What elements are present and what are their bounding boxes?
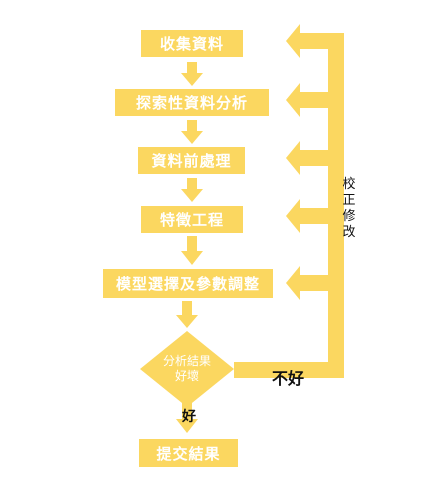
decision-label: 分析結果 好壞 — [140, 347, 234, 391]
step-submit-results: 提交結果 — [139, 439, 238, 467]
step-feature-engineering: 特徵工程 — [141, 206, 243, 233]
feedback-label: 校 正 修 改 — [341, 177, 357, 241]
loop-arrow-preprocess — [286, 141, 344, 175]
step-model-selection: 模型選擇及參數調整 — [103, 269, 273, 298]
step-collect-data: 收集資料 — [141, 30, 243, 57]
arrow-collect-to-eda — [181, 62, 203, 86]
loop-arrow-model — [286, 266, 344, 300]
step-exploratory-analysis: 探索性資料分析 — [115, 89, 269, 116]
loop-arrow-eda — [286, 83, 344, 117]
bad-branch-label: 不好 — [272, 369, 305, 388]
arrow-eda-to-preprocess — [181, 120, 203, 144]
decision-diamond — [140, 331, 234, 407]
decision-line-2: 好壞 — [174, 369, 199, 383]
feedback-char-1: 校 — [342, 177, 356, 192]
decision-line-1: 分析結果 — [162, 354, 211, 368]
loop-arrow-feature — [286, 199, 344, 233]
arrow-feature-to-model — [181, 236, 203, 265]
feedback-char-2: 正 — [342, 193, 356, 208]
arrow-decision-to-submit — [176, 399, 198, 433]
feedback-char-3: 修 — [342, 209, 356, 224]
loop-trunk — [328, 33, 344, 378]
step-preprocessing: 資料前處理 — [138, 147, 245, 174]
arrow-model-to-decision — [176, 301, 198, 328]
loop-bottom-bar — [234, 362, 344, 378]
arrow-preprocess-to-feature — [181, 178, 203, 202]
feedback-char-4: 改 — [342, 225, 356, 240]
good-branch-label: 好 — [182, 409, 196, 425]
loop-arrow-collect — [286, 24, 344, 58]
